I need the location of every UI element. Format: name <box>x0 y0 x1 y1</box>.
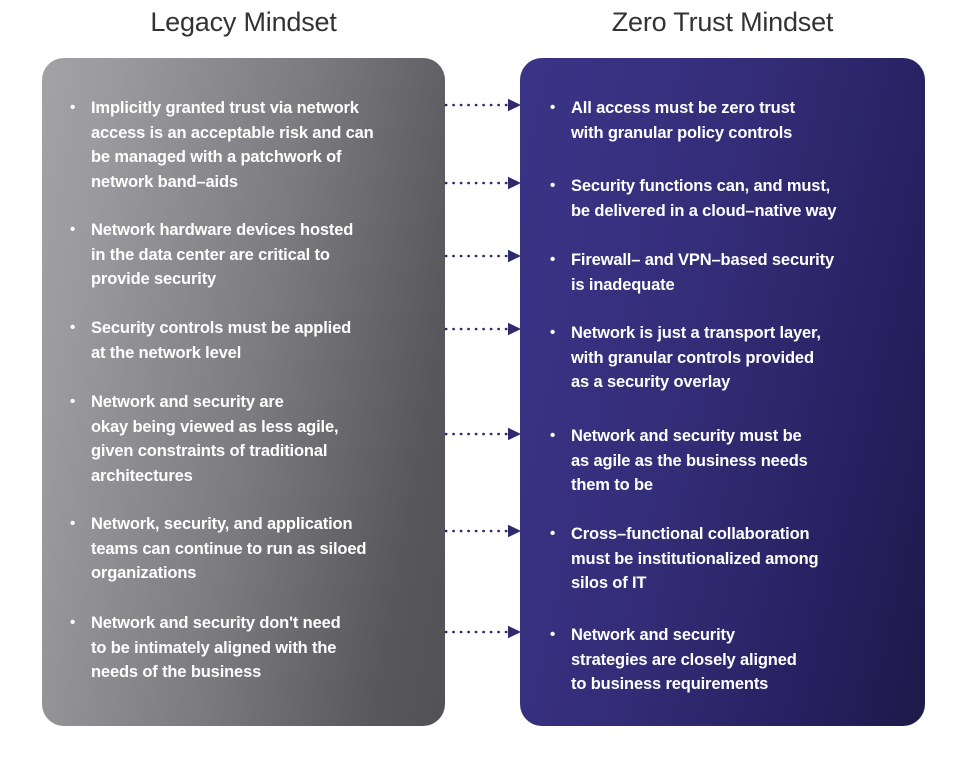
list-item-label: Network and security must be as agile as… <box>571 427 808 494</box>
bullet-icon: • <box>550 99 556 116</box>
bullet-icon: • <box>70 319 76 336</box>
list-item-label: Cross–functional collaboration must be i… <box>571 525 819 592</box>
bullet-icon: • <box>550 525 556 542</box>
bullet-icon: • <box>70 221 76 238</box>
list-item: • Cross–functional collaboration must be… <box>550 522 915 596</box>
list-item-label: Network, security, and application teams… <box>91 515 367 582</box>
zero-trust-bullet-list: • All access must be zero trust with gra… <box>520 58 925 726</box>
bullet-icon: • <box>70 99 76 116</box>
bullet-icon: • <box>550 177 556 194</box>
list-item-label: Firewall– and VPN–based security is inad… <box>571 251 834 294</box>
list-item-label: Security controls must be applied at the… <box>91 319 352 362</box>
list-item: • Firewall– and VPN–based security is in… <box>550 248 915 297</box>
bullet-icon: • <box>550 251 556 268</box>
list-item: • Network and security must be as agile … <box>550 424 915 498</box>
connector-arrows <box>444 98 521 639</box>
list-item-label: Network and security are okay being view… <box>91 393 339 485</box>
legacy-mindset-panel: • Implicitly granted trust via network a… <box>42 58 445 726</box>
list-item: • Network hardware devices hosted in the… <box>70 218 430 292</box>
list-item: • Security functions can, and must, be d… <box>550 174 915 223</box>
bullet-icon: • <box>550 427 556 444</box>
list-item: • Security controls must be applied at t… <box>70 316 430 365</box>
list-item-label: Network and security don't need to be in… <box>91 614 341 681</box>
bullet-icon: • <box>550 626 556 643</box>
bullet-icon: • <box>70 515 76 532</box>
bullet-icon: • <box>70 614 76 631</box>
list-item: • Implicitly granted trust via network a… <box>70 96 430 194</box>
list-item-label: Network hardware devices hosted in the d… <box>91 221 354 288</box>
bullet-icon: • <box>550 324 556 341</box>
list-item-label: Network is just a transport layer, with … <box>571 324 821 391</box>
list-item-label: All access must be zero trust with granu… <box>571 99 795 142</box>
list-item: • Network and security don't need to be … <box>70 611 430 685</box>
list-item-label: Network and security strategies are clos… <box>571 626 797 693</box>
list-item: • Network, security, and application tea… <box>70 512 430 586</box>
list-item: • All access must be zero trust with gra… <box>550 96 915 145</box>
bullet-icon: • <box>70 393 76 410</box>
page-title-legacy: Legacy Mindset <box>150 7 337 37</box>
list-item: • Network and security are okay being vi… <box>70 390 430 488</box>
page-title-zero-trust: Zero Trust Mindset <box>611 7 834 37</box>
list-item: • Network and security strategies are cl… <box>550 623 915 697</box>
zero-trust-mindset-panel: • All access must be zero trust with gra… <box>520 58 925 726</box>
list-item: • Network is just a transport layer, wit… <box>550 321 915 395</box>
list-item-label: Security functions can, and must, be del… <box>571 177 837 220</box>
list-item-label: Implicitly granted trust via network acc… <box>91 99 374 191</box>
legacy-bullet-list: • Implicitly granted trust via network a… <box>42 58 445 726</box>
